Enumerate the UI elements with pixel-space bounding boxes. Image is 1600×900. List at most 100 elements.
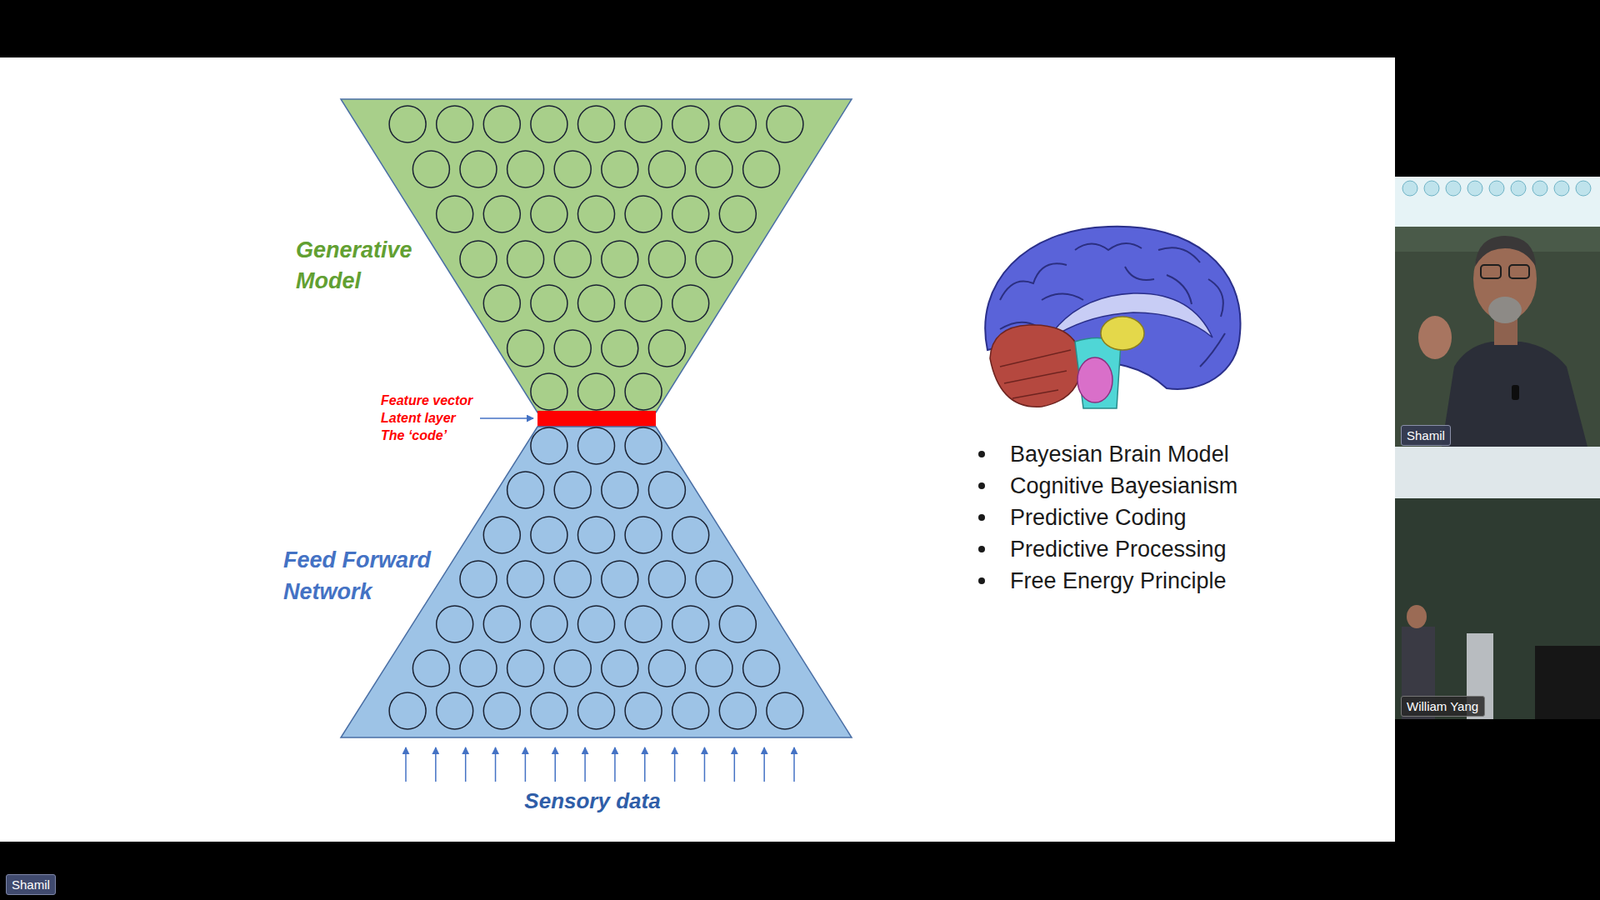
axis-caption: Sensory data: [509, 787, 676, 815]
neuron-circle: [672, 105, 710, 143]
neuron-circle: [507, 240, 545, 278]
neuron-circle: [719, 105, 756, 143]
neuron-circle: [601, 150, 639, 188]
pons: [1077, 357, 1113, 403]
neuron-circle: [530, 516, 568, 554]
neuron-circle: [625, 516, 662, 554]
neuron-circle: [601, 471, 639, 509]
node-outline: [340, 426, 852, 738]
glasses: [1509, 265, 1530, 279]
neuron-circle: [672, 692, 710, 730]
neuron-circle: [578, 195, 615, 233]
bullet-dot: [978, 482, 985, 490]
input-arrow: [734, 747, 736, 782]
bullet-dot: [978, 450, 985, 458]
thalamus: [1100, 316, 1145, 350]
neuron-circle: [436, 605, 474, 643]
leader-arrow: [480, 417, 534, 420]
neuron-circle: [625, 195, 662, 233]
participant-name-tag: Shamil: [5, 874, 56, 895]
region-title: Feed Forward Network: [283, 544, 442, 608]
neuron-circle: [719, 605, 756, 643]
input-arrow: [554, 747, 556, 782]
generative-model-triangle: Generative Model: [340, 99, 852, 413]
neuron-circle: [530, 427, 568, 465]
thumbnail-circle: [1402, 180, 1418, 196]
neuron-circle: [766, 692, 804, 730]
neuron-circle: [483, 195, 520, 233]
thumbnail-circle: [1424, 180, 1440, 196]
neuron-circle: [648, 150, 685, 188]
bullet-item: Cognitive Bayesianism: [1010, 472, 1238, 500]
neuron-circle: [554, 240, 591, 278]
participant-name: Shamil: [11, 876, 50, 893]
input-arrow: [793, 747, 795, 782]
neuron-circle: [507, 150, 545, 188]
neuron-circle: [436, 105, 474, 143]
latent-layer-bar: Feature vector Latent layer The ‘code’: [537, 410, 656, 427]
neuron-circle: [530, 195, 568, 233]
input-arrow: [495, 747, 497, 782]
neuron-circle: [436, 195, 474, 233]
video-background: [1395, 446, 1600, 720]
latent-bar: [537, 410, 656, 427]
input-arrow: [435, 747, 437, 782]
neuron-circle: [530, 285, 568, 322]
person-head: [1406, 605, 1427, 629]
neuron-circle: [436, 692, 474, 730]
participant-name-tag: William Yang: [1400, 695, 1485, 717]
person-body: [1441, 341, 1588, 447]
glasses: [1480, 265, 1501, 279]
neuron-circle: [672, 516, 710, 554]
cerebellum: [990, 325, 1082, 407]
neuron-circle: [578, 427, 615, 465]
neuron-circle: [672, 285, 710, 322]
neuron-circle: [507, 650, 545, 687]
neuron-circle: [530, 605, 568, 643]
input-arrow: [584, 747, 586, 782]
thumbnail-circle: [1575, 180, 1591, 196]
neuron-circle: [483, 105, 520, 143]
input-arrow: [674, 747, 676, 782]
neuron-circle: [601, 330, 639, 367]
neuron-circle: [483, 605, 520, 643]
participant-name-tag: Shamil: [1400, 425, 1451, 446]
neuron-circle: [648, 330, 685, 367]
neuron-circle: [554, 471, 591, 509]
neuron-circle: [530, 373, 568, 410]
bullet-dot: [978, 545, 985, 553]
neuron-circle: [507, 330, 545, 367]
thumbnail-circles: [1402, 180, 1591, 196]
neuron-circle: [554, 150, 591, 188]
neuron-circle: [389, 105, 426, 143]
neuron-circle: [719, 195, 756, 233]
neuron-circle: [625, 285, 662, 322]
thumbnail-circle: [1445, 180, 1461, 196]
feed-forward-triangle: Feed Forward Network: [340, 426, 852, 738]
neuron-circle: [648, 560, 685, 598]
neuron-circle: [695, 560, 733, 598]
neuron-circle: [530, 692, 568, 730]
person-hair: [1475, 235, 1536, 267]
neuron-circle: [530, 105, 568, 143]
input-arrow: [465, 747, 467, 782]
lapel-microphone: [1511, 385, 1520, 400]
neuron-circle: [625, 373, 662, 410]
projection-screen: [1395, 446, 1600, 499]
brain-illustration: [985, 226, 1240, 409]
neuron-circle: [672, 195, 710, 233]
neuron-circle: [483, 285, 520, 322]
bullet-item: Bayesian Brain Model: [1010, 440, 1230, 468]
network-triangle: [340, 426, 852, 738]
slide-thumbnail: [1395, 176, 1600, 227]
neuron-circle: [648, 471, 685, 509]
bullet-item: Predictive Processing: [1010, 535, 1227, 563]
neuron-circle: [695, 650, 733, 687]
neuron-circle: [578, 373, 615, 410]
monitor: [1535, 645, 1600, 720]
neuron-circle: [578, 105, 615, 143]
thumbnail-circle: [1532, 180, 1548, 196]
node-outline: [537, 410, 656, 427]
neuron-circle: [578, 285, 615, 322]
